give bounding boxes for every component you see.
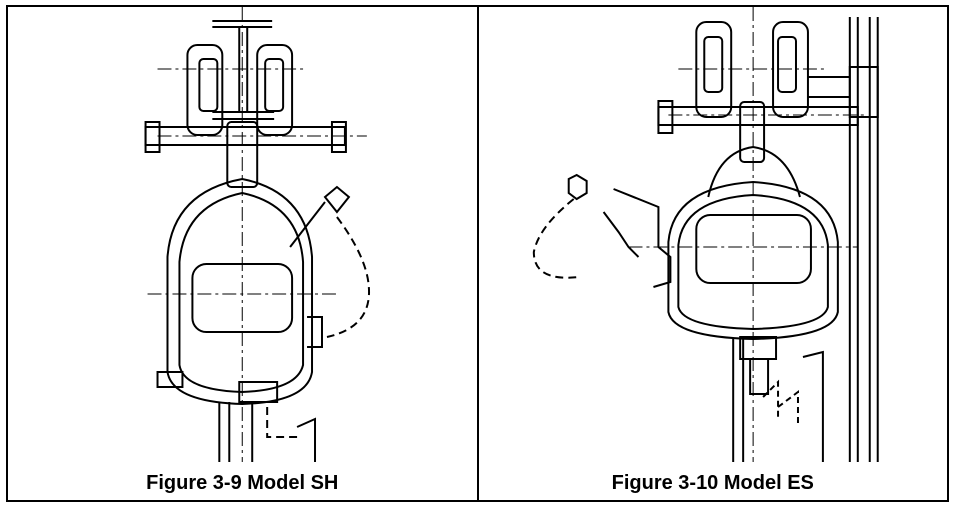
chain (731, 339, 744, 462)
figure-panel-model-es: Figure 3-10 Model ES (476, 7, 948, 500)
figure-frame: Figure 3-9 Model SH (6, 5, 949, 502)
hoist-body (666, 180, 839, 341)
sheave (848, 17, 879, 462)
cross-shaft (656, 106, 859, 126)
figure-caption-model-es: Figure 3-10 Model ES (611, 472, 814, 494)
hoist-drawing-model-sh (144, 7, 370, 462)
right-trolley-plate (256, 44, 294, 136)
motor-window (191, 263, 294, 333)
figure-panel-model-sh: Figure 3-9 Model SH (8, 7, 477, 500)
figure-caption-model-sh: Figure 3-9 Model SH (146, 472, 339, 494)
chain (218, 402, 254, 462)
left-trolley-plate (186, 44, 224, 136)
hanger (738, 101, 765, 163)
hoist-body (166, 177, 314, 406)
hoist-drawing-model-es (532, 7, 879, 462)
